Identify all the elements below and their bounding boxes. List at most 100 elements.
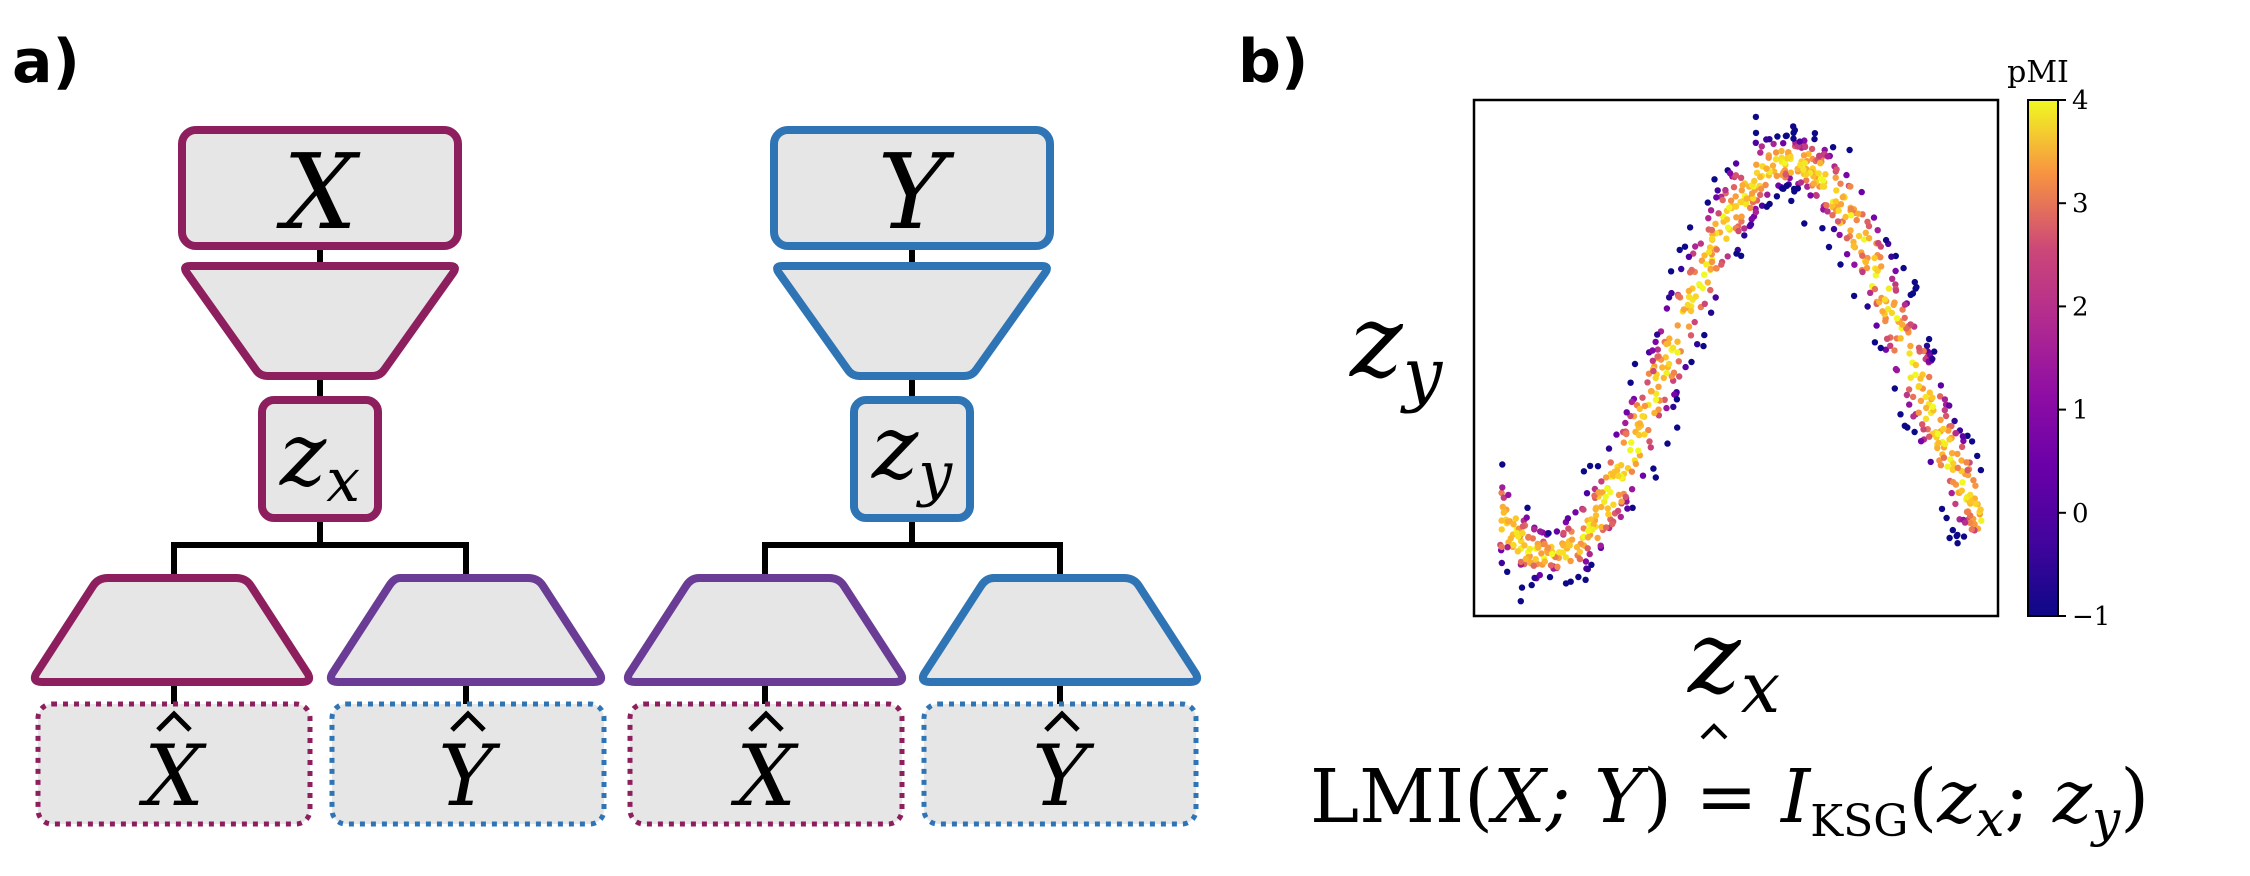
scatter-point — [1624, 505, 1631, 512]
scatter-point — [1628, 468, 1636, 475]
scatter-point — [1940, 454, 1948, 461]
scatter-point — [1636, 420, 1644, 427]
scatter-point — [1524, 504, 1531, 511]
scatter-point — [1748, 215, 1755, 223]
scatter-point — [1752, 129, 1760, 137]
scatter-point — [1848, 212, 1855, 219]
scatter-point — [1843, 251, 1851, 258]
scatter-point — [1664, 440, 1671, 447]
colorbar-tick-label: 0 — [2072, 499, 2089, 529]
scatter-point — [1906, 350, 1913, 357]
scatter-point — [1639, 394, 1646, 401]
scatter-point — [1874, 227, 1881, 234]
scatter-point — [1498, 526, 1505, 533]
scatter-point — [1675, 292, 1682, 300]
output-yhat-label: Y — [1032, 727, 1095, 825]
scatter-point — [1892, 287, 1900, 294]
scatter-point — [1708, 226, 1716, 234]
scatter-point — [1498, 543, 1505, 551]
scatter-point — [1811, 135, 1818, 143]
scatter-point — [1537, 528, 1544, 535]
scatter-point — [1499, 461, 1506, 468]
scatter-point — [1936, 457, 1943, 464]
scatter-point — [1847, 183, 1854, 190]
scatter-point — [1909, 393, 1917, 401]
scatter-point — [1580, 506, 1587, 513]
scatter-point — [1685, 287, 1693, 295]
scatter-point — [1926, 373, 1933, 381]
scatter-point — [1900, 264, 1907, 272]
latent-zx-label: zx — [279, 403, 360, 516]
scatter-point — [1652, 338, 1659, 346]
scatter-point — [1935, 439, 1942, 447]
scatter-point — [1667, 268, 1675, 275]
scatter-point — [1879, 308, 1886, 315]
scatter-point — [1870, 214, 1878, 221]
scatter-point — [1562, 580, 1570, 587]
scatter-point — [1615, 491, 1623, 499]
scatter-point — [1882, 236, 1890, 244]
scatter-point — [1936, 393, 1944, 400]
scatter-point — [1560, 542, 1567, 549]
scatter-point — [1763, 165, 1770, 172]
scatter-point — [1628, 486, 1636, 493]
scatter-point — [1712, 220, 1719, 227]
scatter-point — [1531, 574, 1538, 582]
scatter-point — [1688, 358, 1695, 366]
scatter-point — [1926, 389, 1934, 396]
scatter-point — [1567, 557, 1574, 565]
scatter-point — [1871, 339, 1879, 346]
scatter-point — [1627, 446, 1634, 454]
scatter-point — [1541, 558, 1549, 565]
scatter-point — [1958, 487, 1966, 494]
scatter-point — [1708, 258, 1716, 266]
lmi-formula: LMI(X; Y) = IKSG(zx; zy) — [1310, 754, 2149, 848]
decoder-xhat-trapezoid — [623, 574, 907, 686]
scatter-point — [1913, 283, 1920, 291]
scatter-point — [1862, 258, 1870, 266]
scatter-point — [1498, 489, 1505, 496]
scatter-point — [1526, 545, 1534, 553]
scatter-point — [1732, 203, 1740, 210]
input-x-label: X — [276, 131, 361, 253]
scatter-point — [1669, 344, 1677, 351]
scatter-point — [1641, 402, 1649, 410]
scatter-point — [1532, 556, 1539, 563]
scatter-point — [1937, 382, 1945, 389]
scatter-point — [1649, 347, 1656, 354]
scatter-point — [1934, 444, 1941, 452]
scatter-point — [1680, 306, 1688, 313]
scatter-point — [1941, 396, 1949, 403]
scatter-point — [1862, 229, 1870, 236]
scatter-point — [1859, 268, 1866, 276]
output-xhat-box — [35, 701, 313, 827]
scatter-point — [1545, 530, 1552, 537]
scatter-point — [1923, 342, 1931, 349]
scatter-point — [1737, 174, 1745, 181]
scatter-point — [1748, 190, 1756, 197]
scatter-point — [1584, 545, 1591, 552]
scatter-point — [1692, 243, 1699, 250]
scatter-point — [1727, 197, 1735, 204]
scatter-point — [1937, 416, 1944, 423]
scatter-point — [1796, 138, 1804, 145]
scatter-point — [1547, 562, 1555, 569]
scatter-point — [1517, 558, 1525, 566]
scatter-point — [1712, 265, 1720, 272]
scatter-point — [1899, 306, 1906, 313]
scatter-point — [1801, 160, 1809, 167]
scatter-point — [1712, 294, 1719, 301]
scatter-point — [1938, 505, 1946, 513]
scatter-point — [1945, 427, 1952, 434]
scatter-point — [1832, 198, 1840, 205]
scatter-point — [1839, 194, 1847, 201]
scatter-point — [1615, 472, 1622, 480]
scatter-point — [1782, 171, 1789, 178]
scatter-point — [1735, 227, 1742, 235]
scatter-point — [1499, 503, 1507, 511]
scatter-point — [1519, 529, 1526, 537]
scatter-point — [1698, 257, 1706, 264]
colorbar-tick-label: 2 — [2072, 292, 2089, 322]
scatter-point — [1738, 213, 1745, 220]
